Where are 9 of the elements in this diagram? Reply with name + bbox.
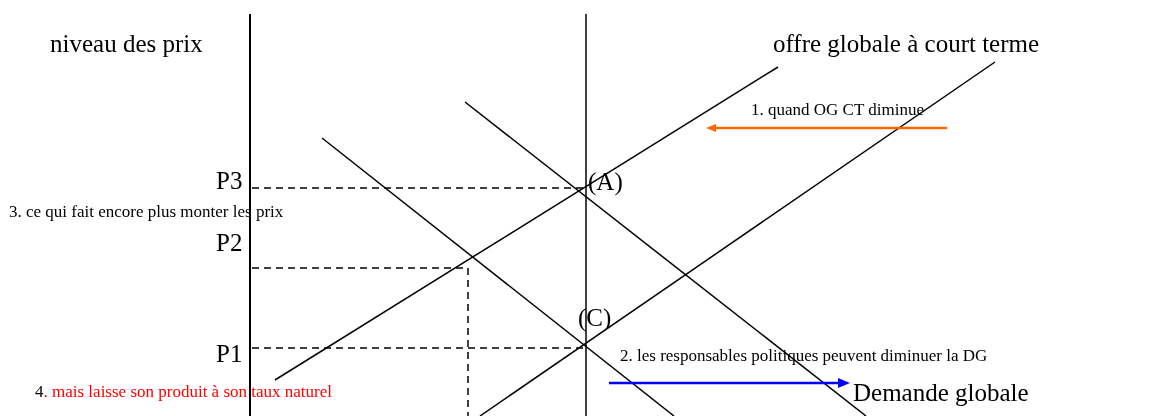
curve-label: offre globale à court terme	[773, 31, 1040, 56]
price-level-label: P3	[216, 168, 243, 193]
price-level-label: P2	[216, 230, 243, 255]
annotation-text: 4. mais laisse son produit à son taux naturel	[35, 383, 332, 400]
annotation-text: 1. quand OG CT diminue	[751, 101, 924, 118]
price-level-label: P1	[216, 341, 243, 366]
axis-title: niveau des prix	[50, 31, 203, 56]
point-label: (A)	[588, 169, 623, 194]
curve-label: Demande globale	[853, 380, 1029, 405]
